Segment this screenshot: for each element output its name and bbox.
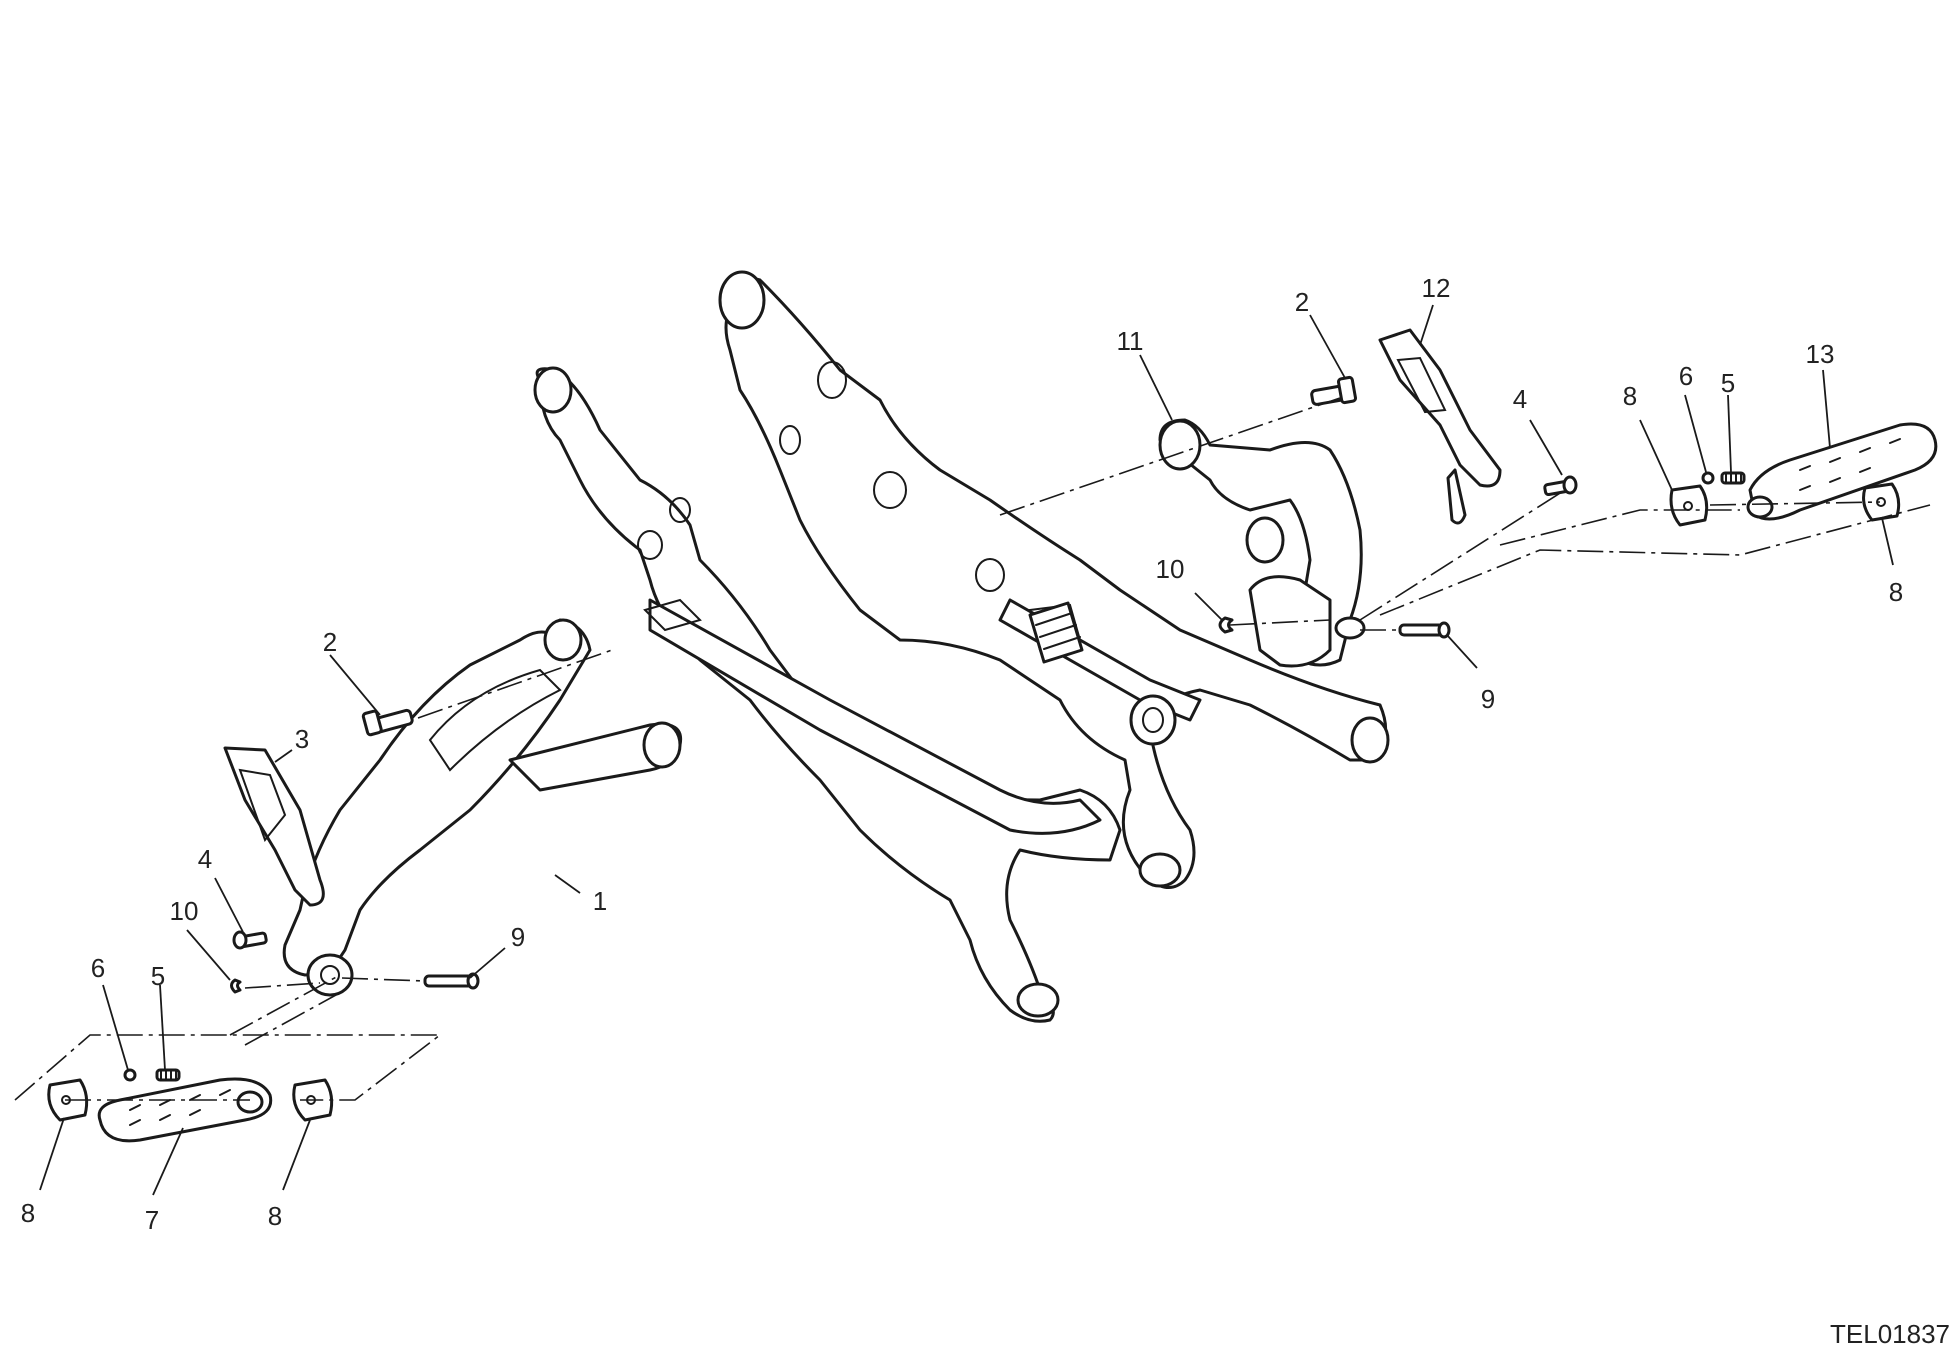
callout-right-washer-right: 8 [1889, 577, 1903, 607]
callout-left-spring: 5 [151, 961, 165, 991]
callout-left-pin: 9 [511, 922, 525, 952]
left-spring-5 [155, 1068, 181, 1082]
id-plate [1028, 601, 1084, 664]
left-screw-2 [361, 708, 414, 737]
drawing-code: TEL01837 [1830, 1319, 1950, 1349]
right-washer-8-top [1669, 484, 1709, 527]
left-heel-guard [223, 746, 325, 907]
right-heel-guard [1378, 328, 1502, 525]
callout-left-screw: 2 [323, 627, 337, 657]
callout-left-clip: 10 [170, 896, 199, 926]
callout-right-footpeg: 13 [1806, 339, 1835, 369]
callout-left-footpeg: 7 [145, 1205, 159, 1235]
left-pin-9 [423, 972, 480, 990]
callout-left-guard-screw: 4 [198, 844, 212, 874]
left-ball-6 [123, 1068, 137, 1082]
callout-right-clip: 10 [1156, 554, 1185, 584]
callout-right-bracket: 11 [1117, 326, 1144, 356]
callout-labels: 1 2 3 4 10 9 6 5 8 7 8 11 2 12 4 10 9 8 … [21, 273, 1903, 1235]
callout-right-pin: 9 [1481, 684, 1495, 714]
callout-left-bracket: 1 [593, 886, 607, 916]
right-clip-10 [1218, 616, 1234, 634]
callout-right-guard-screw: 4 [1513, 384, 1527, 414]
left-footpeg-bracket [282, 618, 683, 997]
right-screw-2 [1310, 375, 1358, 406]
callout-left-heel-guard: 3 [295, 724, 309, 754]
callout-right-washer-top: 8 [1623, 381, 1637, 411]
assembly-lines [14, 397, 1931, 1101]
left-footpeg-7 [97, 1077, 273, 1143]
right-washer-8-right [1862, 482, 1901, 522]
callout-right-ball: 6 [1679, 361, 1693, 391]
right-footpeg-bracket [1158, 418, 1366, 668]
left-guard-screw-4 [232, 930, 268, 950]
callout-left-washer-left: 8 [21, 1198, 35, 1228]
right-pin-9 [1398, 621, 1451, 639]
callout-right-heel-guard: 12 [1422, 273, 1451, 303]
callout-left-washer-right: 8 [268, 1201, 282, 1231]
left-clip-10 [230, 978, 242, 994]
rear-subframe [533, 270, 1390, 1023]
right-footpeg-13 [1746, 422, 1938, 521]
callout-right-screw: 2 [1295, 287, 1309, 317]
callout-left-ball: 6 [91, 953, 105, 983]
right-ball-6 [1701, 471, 1715, 485]
right-guard-screw-4 [1543, 475, 1578, 497]
callout-right-spring: 5 [1721, 368, 1735, 398]
leader-lines [39, 304, 1894, 1196]
right-spring-5 [1720, 471, 1746, 485]
